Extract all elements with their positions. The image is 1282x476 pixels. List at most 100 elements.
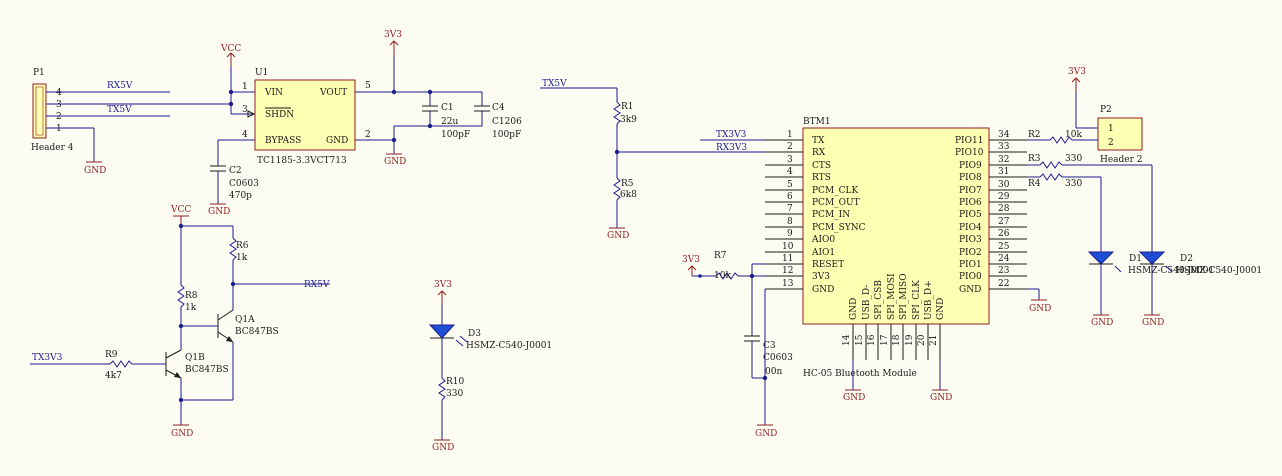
svg-text:CTS: CTS (812, 161, 831, 171)
svg-text:PCM_SYNC: PCM_SYNC (812, 223, 866, 233)
svg-text:30: 30 (998, 180, 1010, 190)
svg-text:6: 6 (787, 192, 793, 202)
svg-text:34: 34 (998, 130, 1010, 140)
svg-text:PCM_CLK: PCM_CLK (812, 186, 859, 196)
d3-part: HSMZ-C540-J0001 (466, 341, 552, 351)
btm1-pin-1: 1TX (765, 130, 825, 146)
gnd-label-d1: GND (1091, 318, 1113, 328)
gnd-label-q1: GND (171, 429, 193, 439)
gnd-label-c2: GND (208, 207, 230, 217)
svg-text:SPI_CLK: SPI_CLK (912, 280, 922, 320)
btm1-ref: BTM1 (803, 117, 831, 127)
p1-pin1: 1 (56, 124, 62, 134)
r3-ref: R3 (1028, 154, 1041, 164)
svg-text:33: 33 (998, 142, 1010, 152)
svg-text:24: 24 (998, 254, 1010, 264)
svg-text:SPI_MISO: SPI_MISO (899, 273, 909, 320)
c3-ref: C3 (763, 341, 776, 351)
connector-p2: P2 1 2 Header 2 (1097, 105, 1143, 165)
q1a-ref: Q1A (235, 315, 255, 325)
svg-text:18: 18 (892, 334, 902, 346)
c1-value: 22u (441, 117, 458, 127)
r8-value: 1k (185, 303, 197, 313)
u1-pin-vout: VOUT (319, 88, 347, 98)
svg-text:GND: GND (936, 298, 946, 320)
d2-ref: D2 (1180, 254, 1193, 264)
svg-text:PIO2: PIO2 (959, 248, 982, 258)
gnd-symbol-btm-21: GND (930, 389, 952, 403)
gnd-symbol-q1: GND (171, 424, 193, 439)
c1-value2: 100pF (441, 130, 470, 140)
svg-text:9: 9 (787, 229, 793, 239)
p1-pin2: 2 (56, 112, 62, 122)
r1-ref: R1 (621, 102, 634, 112)
gnd-label-c3: GND (755, 429, 777, 439)
gnd-label-d3: GND (432, 443, 454, 453)
capacitor-c4: C4 C1206 100pF (474, 92, 522, 140)
btm1-name: HC-05 Bluetooth Module (803, 369, 917, 379)
gnd-symbol-d1: GND (1091, 314, 1113, 328)
connector-p1: P1 4 3 2 1 Header 4 (31, 68, 74, 153)
svg-text:8: 8 (787, 217, 793, 227)
c2-pkg: C0603 (229, 179, 259, 189)
svg-text:PIO4: PIO4 (959, 223, 982, 233)
p2-ref: P2 (1100, 105, 1112, 115)
vcc-symbol-u1: VCC (220, 44, 241, 66)
r2-value: 10k (1065, 130, 1082, 140)
svg-text:29: 29 (998, 192, 1010, 202)
power-3v3-d3: 3V3 (434, 280, 452, 304)
resistor-r10: R10 330 (438, 377, 465, 401)
q1b-ref: Q1B (185, 353, 205, 363)
svg-text:GND: GND (959, 285, 981, 295)
p1-name: Header 4 (31, 143, 74, 153)
gnd-label-u1: GND (384, 157, 406, 167)
u1-pinnum-1: 1 (242, 82, 248, 92)
r5-value: 6k8 (620, 190, 637, 200)
svg-text:5: 5 (787, 180, 793, 190)
transistor-q1a: Q1A BC847BS (217, 309, 279, 343)
r4-ref: R4 (1028, 179, 1041, 189)
resistor-r8: R8 1k (177, 284, 198, 313)
u1-pin-bypass: BYPASS (265, 136, 301, 146)
btm1-pin-2: 2RX (765, 142, 826, 158)
c2-ref: C2 (229, 166, 242, 176)
svg-text:13: 13 (782, 279, 794, 289)
r1-value: 3k9 (620, 115, 637, 125)
r5-ref: R5 (621, 179, 634, 189)
net-label-tx5v-2: TX5V (542, 79, 567, 89)
u1-part: TC1185-3.3VCT713 (257, 156, 347, 166)
c4-value2: 100pF (492, 130, 521, 140)
svg-text:PIO0: PIO0 (959, 272, 982, 282)
c3-value: 00n (765, 367, 782, 377)
d2-part: HSMZ-C540-J0001 (1176, 266, 1262, 276)
r7-ref: R7 (714, 251, 727, 261)
gnd-symbol-u1: GND (384, 153, 406, 167)
svg-text:GND: GND (849, 298, 859, 320)
r10-ref: R10 (446, 377, 465, 387)
gnd-symbol-d2: GND (1142, 314, 1164, 328)
gnd-symbol-p1: GND (84, 161, 106, 176)
gnd-symbol-d3: GND (432, 439, 454, 453)
gnd-label-d2: GND (1142, 318, 1164, 328)
3v3-label-p2: 3V3 (1068, 67, 1086, 77)
resistor-r6: R6 1k (229, 237, 249, 263)
vcc-label-u1: VCC (220, 44, 241, 54)
